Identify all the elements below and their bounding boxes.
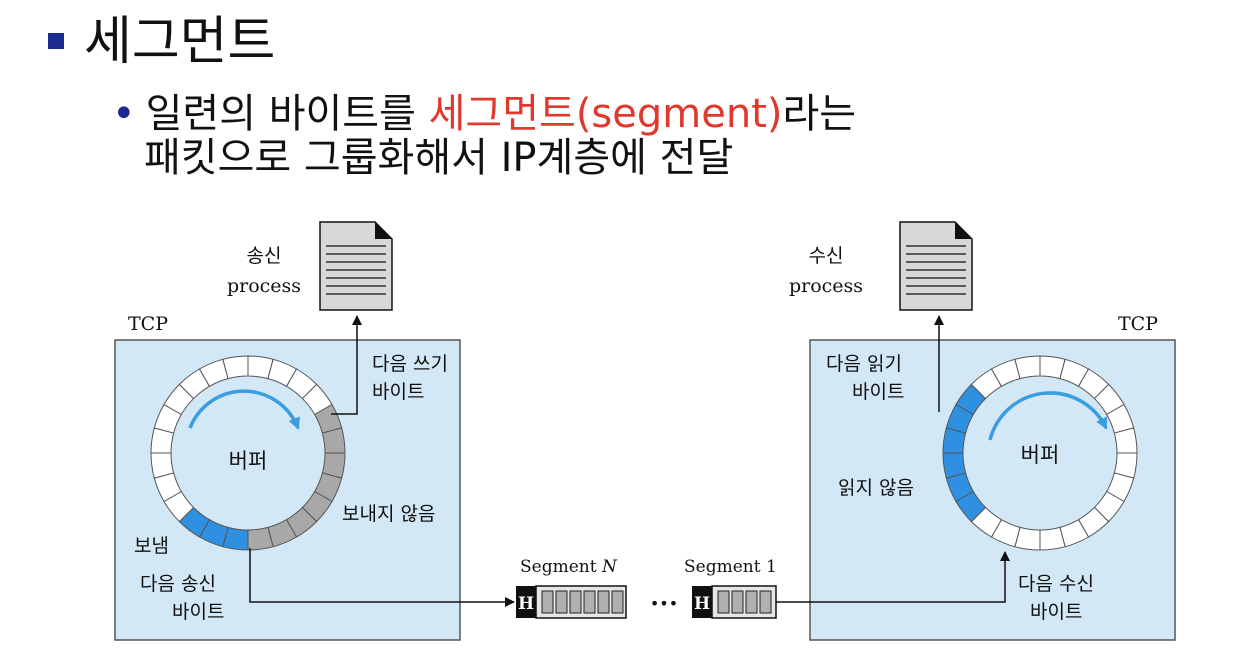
sender-next-send-label-1: 다음 송신 bbox=[140, 573, 216, 595]
sender-not-sent-label: 보내지 않음 bbox=[342, 503, 435, 525]
receiver-tcp-label: TCP bbox=[1118, 313, 1158, 335]
segment-1-packet: H bbox=[692, 585, 777, 619]
receiver-next-read-label-2: 바이트 bbox=[852, 381, 904, 403]
receiver-document-icon bbox=[899, 221, 973, 311]
bullet-point: •일련의 바이트를 세그먼트(segment)라는 패킷으로 그룹화해서 IP계… bbox=[112, 92, 856, 180]
sender-rotation-arrow bbox=[188, 389, 300, 430]
sender-buffer-cell bbox=[247, 526, 274, 551]
segment-n-label: Segment N bbox=[520, 557, 618, 577]
sender-document-icon bbox=[319, 221, 393, 311]
segment-1-label: Segment 1 bbox=[684, 557, 777, 577]
bullet-text-line2: 패킷으로 그룹화해서 IP계층에 전달 bbox=[144, 135, 734, 181]
send-path-arrow bbox=[249, 548, 515, 607]
receiver-buffer-cell bbox=[1014, 355, 1041, 380]
segment-n-header-letter: H bbox=[518, 594, 534, 614]
sender-sent-label: 보냄 bbox=[134, 535, 169, 557]
sender-next-write-label-1: 다음 쓰기 bbox=[372, 353, 448, 375]
receiver-rotation-arrow bbox=[988, 391, 1108, 441]
bullet-text-post: 라는 bbox=[782, 91, 857, 137]
receiver-buffer-cell bbox=[942, 452, 967, 479]
segment-1-header-letter: H bbox=[694, 594, 710, 614]
sender-tcp-label: TCP bbox=[128, 313, 168, 335]
sender-buffer-cell bbox=[321, 427, 346, 454]
segment-n-packet: H bbox=[516, 585, 627, 619]
receiver-buffer-cell bbox=[1113, 427, 1138, 454]
receiver-buffer-ring bbox=[942, 355, 1138, 551]
receiver-next-recv-label-2: 바이트 bbox=[1030, 601, 1082, 623]
title-text: 세그먼트 bbox=[84, 12, 276, 72]
bullet-dot-icon: • bbox=[112, 91, 136, 137]
sender-next-send-label-2: 바이트 bbox=[172, 601, 224, 623]
receiver-process-label-ko: 수신 bbox=[809, 245, 844, 267]
sender-process-label-ko: 송신 bbox=[247, 245, 282, 267]
title-bullet-square bbox=[48, 33, 64, 49]
sender-process-label-en: process bbox=[227, 275, 301, 297]
slide-title: 세그먼트 bbox=[48, 12, 275, 72]
sender-next-write-label-2: 바이트 bbox=[372, 381, 424, 403]
receiver-buffer-cell bbox=[1039, 526, 1066, 551]
sender-write-arrow bbox=[331, 315, 362, 415]
sender-buffer-label: 버퍼 bbox=[229, 449, 268, 473]
receiver-buffer-label: 버퍼 bbox=[1021, 443, 1060, 467]
sender-buffer-ring bbox=[150, 355, 346, 551]
receiver-not-read-label: 읽지 않음 bbox=[838, 477, 914, 499]
sender-buffer-cell bbox=[222, 355, 249, 380]
receive-path-arrow bbox=[776, 551, 1010, 603]
bullet-highlight: 세그먼트(segment) bbox=[428, 91, 783, 137]
segment-ellipsis: ••• bbox=[650, 594, 678, 613]
bullet-text-pre: 일련의 바이트를 bbox=[145, 91, 429, 137]
receiver-process-label-en: process bbox=[789, 275, 863, 297]
receiver-next-read-label-1: 다음 읽기 bbox=[826, 353, 902, 375]
sender-buffer-cell bbox=[150, 452, 175, 479]
receiver-next-recv-label-1: 다음 수신 bbox=[1018, 573, 1094, 595]
